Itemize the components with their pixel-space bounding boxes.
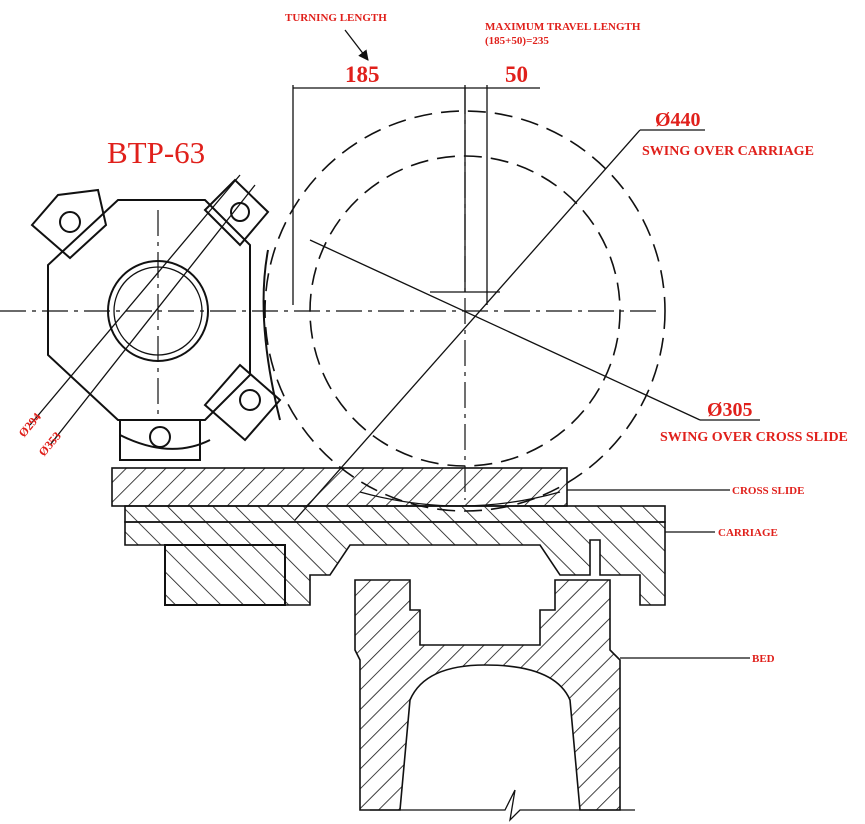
carriage [124,505,715,606]
tool-pocket-hole [149,426,171,448]
dia-294-leader [29,174,241,426]
turret-outer-arc [262,249,281,421]
turret-swing-arc [119,434,211,450]
carriage-label: CARRIAGE [718,527,778,539]
dia-305-leader [309,239,701,421]
cross-slide-body [111,467,568,507]
tool-pocket-top-left [30,188,108,260]
dia-305-text: Ø305 [707,399,753,421]
swing-carriage-label: SWING OVER CARRIAGE [642,144,814,159]
turning-length-dimension [292,29,540,305]
bed-break-line [370,789,635,822]
dim-185-text: 185 [345,62,380,87]
cross-slide [111,467,730,507]
turret [29,174,282,461]
model-title: BTP-63 [107,135,205,170]
dia-353-leader [49,184,256,446]
dia-440-leader [294,129,641,521]
tool-pocket-bottom [119,419,201,461]
turning-length-arrow [344,29,369,61]
bed [354,579,750,822]
tool-pocket-hole [239,389,261,411]
cross-slide-label: CROSS SLIDE [732,485,804,497]
max-travel-label: MAXIMUM TRAVEL LENGTH [485,21,641,33]
tool-pocket-bottom-right [203,363,282,442]
turning-length-label: TURNING LENGTH [285,12,387,24]
dia-440-text: Ø440 [655,109,701,131]
carriage-recess [164,544,286,606]
carriage-top [124,505,666,523]
dim-50-text: 50 [505,62,528,87]
bed-body [354,579,621,811]
tool-pocket-hole [59,211,81,233]
bed-label: BED [752,653,775,665]
tool-pocket-top-right [203,178,270,247]
max-travel-formula: (185+50)=235 [485,35,549,47]
swing-cross-slide-label: SWING OVER CROSS SLIDE [660,430,848,445]
turret-body [47,199,251,421]
